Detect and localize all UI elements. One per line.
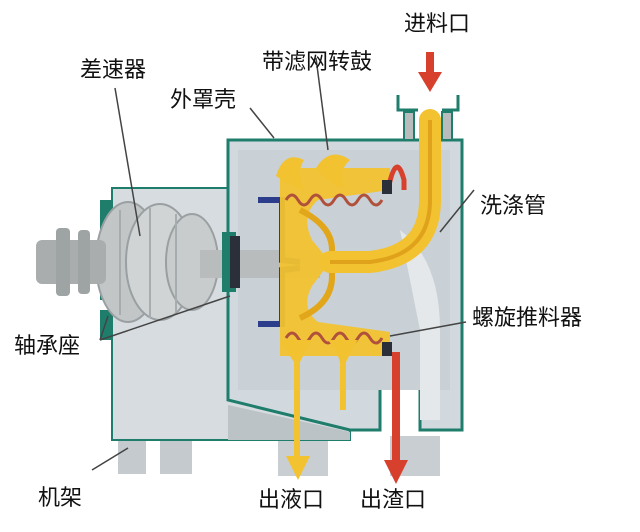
feed-path-red (382, 164, 407, 356)
label-bearing-seat: 轴承座 (14, 334, 81, 359)
label-frame: 机架 (38, 486, 83, 511)
feed-inlet-arrow (418, 52, 442, 92)
input-shaft (36, 228, 106, 296)
label-wash-pipe: 洗涤管 (480, 194, 547, 219)
label-screw-pusher: 螺旋推料器 (472, 306, 583, 331)
label-outer-shell: 外罩壳 (170, 88, 237, 113)
liquid-outlet-arrows (280, 340, 358, 480)
feed-inlet-flange (396, 95, 460, 141)
label-feed-inlet: 进料口 (404, 12, 471, 37)
label-residue-outlet: 出渣口 (360, 488, 427, 513)
label-liquid-outlet: 出液口 (258, 488, 325, 513)
residue-outlet-arrow (384, 352, 408, 484)
wash-pipe (319, 109, 441, 273)
leader-lines (91, 57, 475, 471)
label-drum-with-screen: 带滤网转鼓 (262, 50, 373, 75)
label-differential: 差速器 (80, 58, 147, 83)
liquid-splash-top (276, 154, 350, 190)
